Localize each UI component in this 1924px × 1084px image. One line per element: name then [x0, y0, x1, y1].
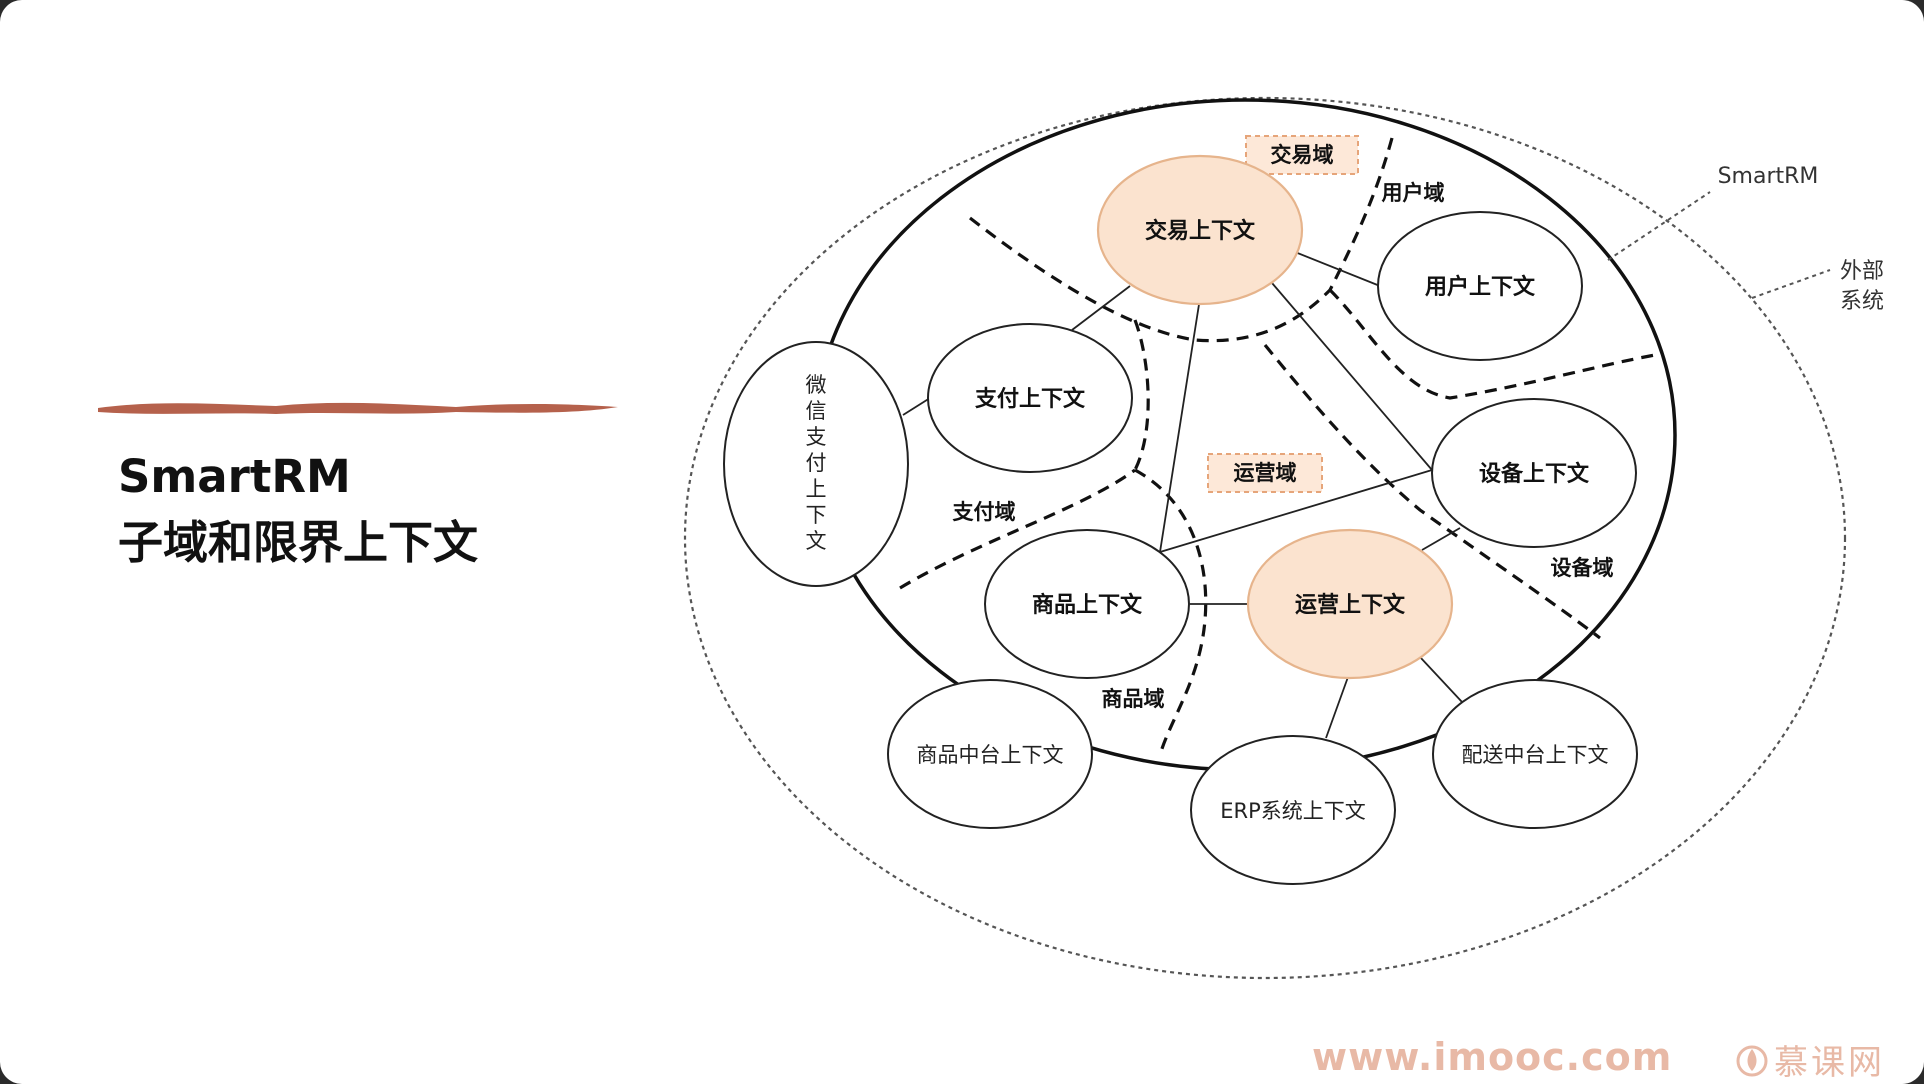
- context-operation-label: 运营上下文: [1295, 592, 1406, 618]
- wechat-char-1: 信: [806, 399, 827, 423]
- wechat-char-5: 下: [806, 503, 827, 527]
- separator-ops-device: [1263, 343, 1601, 640]
- domain-tag-operation: [1207, 453, 1323, 493]
- domain-label-trade: 交易域: [1271, 143, 1334, 167]
- context-product: [984, 529, 1190, 679]
- external-context-product-platform: [887, 679, 1093, 829]
- rel-payment-wechat: [902, 397, 931, 416]
- rel-trade-payment: [1071, 285, 1131, 331]
- domain-label-user: 用户域: [1382, 181, 1445, 205]
- delivery-platform-label: 配送中台上下文: [1462, 743, 1609, 767]
- brush-stroke-decoration: [98, 402, 618, 414]
- footer-brand[interactable]: 慕课网: [1736, 1036, 1885, 1083]
- context-user: [1377, 211, 1583, 361]
- smartrm-callout-line: [1607, 191, 1711, 261]
- domain-label-payment: 支付域: [953, 500, 1016, 524]
- rel-trade-user: [1294, 251, 1381, 287]
- context-device: [1431, 398, 1637, 548]
- external-context-wechat-pay: [723, 341, 909, 587]
- separator-trade-user: [1328, 137, 1394, 291]
- context-payment: [927, 323, 1133, 473]
- rel-product-device: [1159, 469, 1433, 553]
- domain-label-operation: 运营域: [1234, 461, 1297, 485]
- smartrm-label: SmartRM: [1718, 164, 1819, 189]
- wechat-char-6: 文: [806, 529, 827, 553]
- external-systems-label-line2: 系统: [1840, 289, 1884, 314]
- wechat-pay-vertical-label: 微 信 支 付 上 下 文: [806, 373, 827, 553]
- external-systems-label-line1: 外部: [1840, 259, 1884, 284]
- separator-trade-payment: [969, 216, 1332, 343]
- domain-tag-trade: [1245, 135, 1359, 175]
- context-trade-label: 交易上下文: [1145, 218, 1256, 244]
- external-context-delivery-platform: [1432, 679, 1638, 829]
- wechat-char-2: 支: [806, 425, 827, 449]
- erp-label: ERP系统上下文: [1220, 799, 1366, 823]
- wechat-char-4: 上: [806, 477, 827, 501]
- title-line-2: 子域和限界上下文: [118, 516, 479, 569]
- footer-url[interactable]: www.imooc.com: [1312, 1035, 1673, 1079]
- context-product-label: 商品上下文: [1032, 592, 1143, 618]
- domain-label-product: 商品域: [1102, 687, 1165, 711]
- rel-trade-device: [1271, 282, 1433, 471]
- context-trade: [1096, 154, 1304, 306]
- product-platform-label: 商品中台上下文: [917, 743, 1064, 767]
- rel-trade-product: [1159, 297, 1201, 553]
- separator-user-device: [1328, 288, 1656, 400]
- context-operation: [1246, 528, 1454, 680]
- rel-ops-device: [1421, 527, 1461, 551]
- flame-icon: [1736, 1045, 1768, 1077]
- page-title: SmartRM 子域和限界上下文: [118, 444, 478, 576]
- footer-brand-name: 慕课网: [1774, 1042, 1885, 1083]
- separator-payment-ops: [1133, 319, 1150, 471]
- context-device-label: 设备上下文: [1479, 461, 1590, 487]
- title-line-1: SmartRM: [118, 450, 351, 503]
- domain-label-device: 设备域: [1551, 556, 1614, 580]
- context-payment-label: 支付上下文: [975, 386, 1086, 412]
- rel-ops-delivery: [1419, 656, 1463, 703]
- separator-payment-product: [899, 468, 1136, 590]
- context-user-label: 用户上下文: [1425, 274, 1536, 300]
- wechat-char-0: 微: [806, 373, 827, 397]
- external-callout-line: [1751, 269, 1831, 299]
- external-context-erp: [1190, 735, 1396, 885]
- wechat-char-3: 付: [806, 451, 827, 475]
- external-systems-boundary: [683, 96, 1847, 980]
- rel-ops-erp: [1325, 676, 1349, 739]
